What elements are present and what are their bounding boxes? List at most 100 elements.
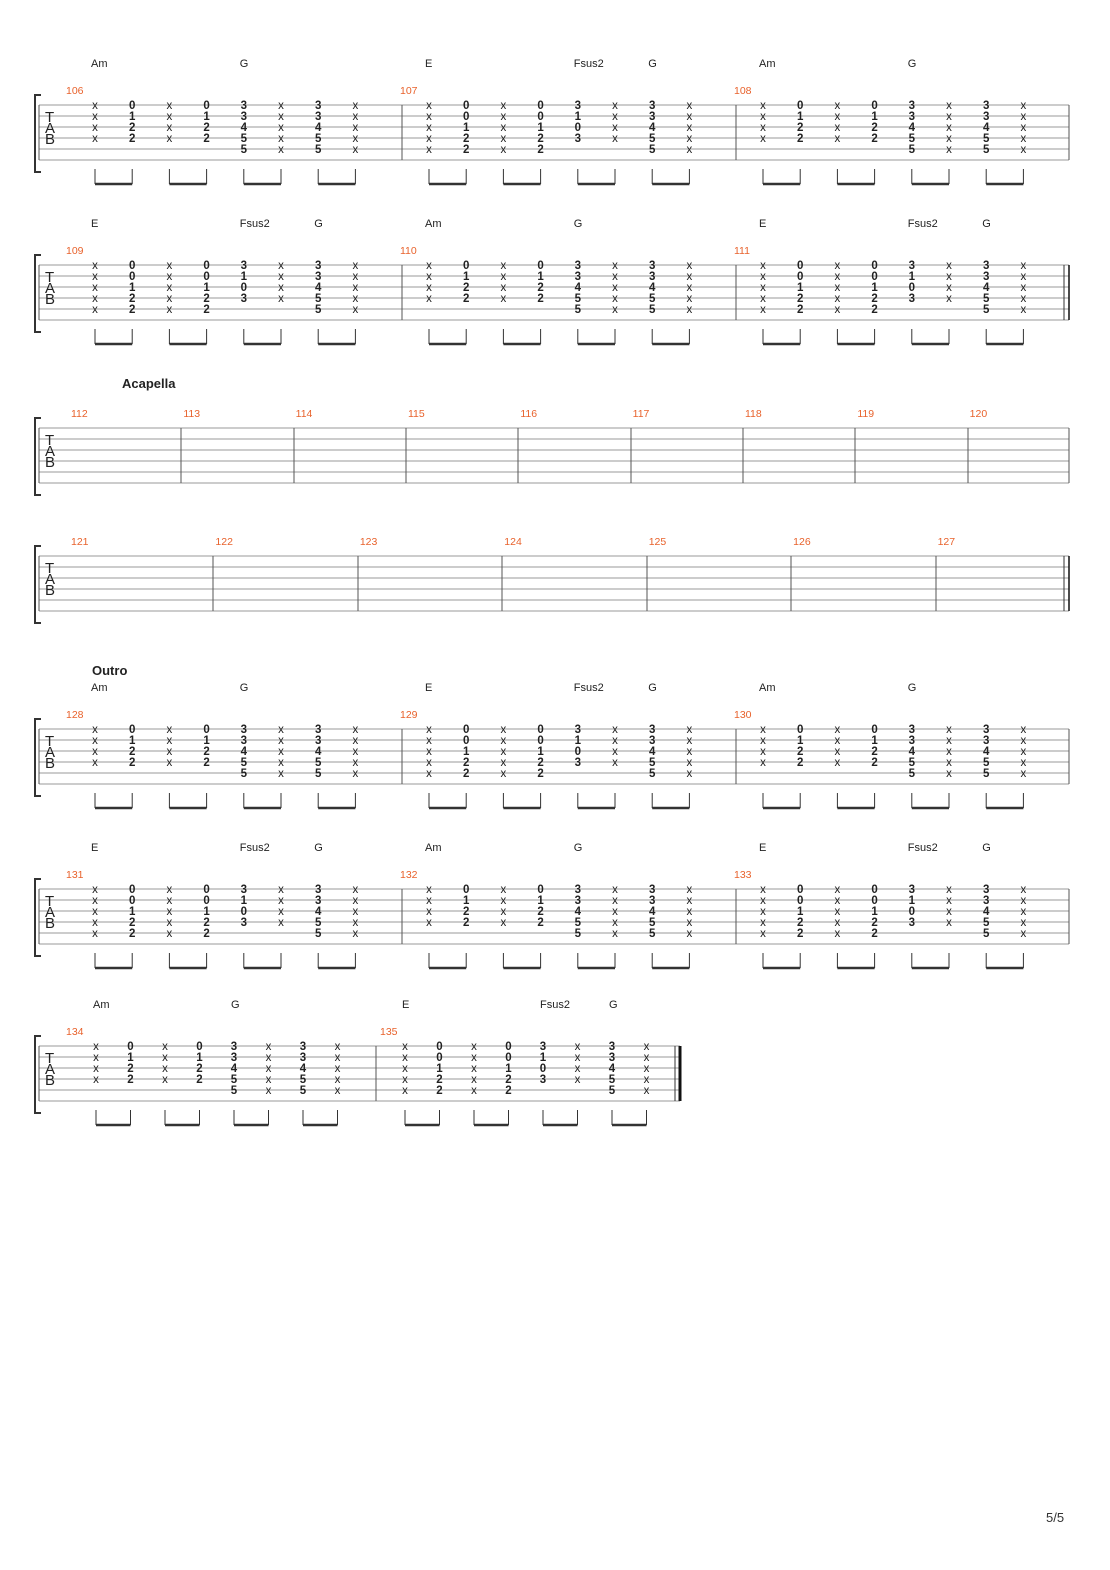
fret-number: x: [278, 133, 284, 145]
fret-number: x: [1021, 293, 1027, 305]
fret-number: 2: [203, 133, 209, 145]
fret-number: 3: [983, 271, 989, 283]
fret-number: x: [687, 768, 693, 780]
fret-number: 1: [129, 906, 136, 918]
fret-number: 1: [537, 271, 544, 283]
fret-number: x: [426, 144, 432, 156]
fret-number: x: [612, 282, 618, 294]
fret-number: x: [612, 122, 618, 134]
fret-number: x: [687, 260, 693, 272]
tab-clef-letter: A: [45, 443, 55, 460]
fret-number: x: [501, 906, 507, 918]
fret-number: x: [426, 906, 432, 918]
fret-number: x: [353, 133, 359, 145]
fret-number: x: [1021, 100, 1027, 112]
fret-number: x: [946, 884, 952, 896]
fret-number: 0: [540, 1063, 546, 1075]
fret-number: x: [402, 1063, 408, 1075]
fret-number: x: [946, 111, 952, 123]
fret-number: x: [501, 724, 507, 736]
fret-number: x: [687, 735, 693, 747]
fret-number: x: [760, 906, 766, 918]
fret-number: x: [426, 895, 432, 907]
fret-number: x: [501, 282, 507, 294]
fret-number: x: [644, 1052, 650, 1064]
fret-number: 1: [129, 282, 136, 294]
fret-number: 0: [797, 100, 803, 112]
measure-number: 121: [71, 536, 89, 548]
fret-number: 1: [203, 735, 210, 747]
fret-number: x: [687, 906, 693, 918]
fret-number: 2: [127, 1074, 133, 1086]
fret-number: 0: [436, 1052, 442, 1064]
fret-number: x: [835, 111, 841, 123]
fret-number: x: [353, 768, 359, 780]
fret-number: x: [167, 928, 173, 940]
fret-number: x: [93, 1052, 99, 1064]
tab-clef-letter: A: [45, 280, 55, 297]
fret-number: x: [687, 100, 693, 112]
chord-name: Am: [759, 58, 776, 70]
fret-number: 0: [797, 895, 803, 907]
fret-number: x: [1021, 768, 1027, 780]
fret-number: 2: [129, 122, 135, 134]
fret-number: 3: [649, 724, 655, 736]
fret-number: x: [471, 1063, 477, 1075]
fret-number: 4: [983, 906, 990, 918]
fret-number: 5: [300, 1074, 307, 1086]
tab-clef-letter: A: [45, 571, 55, 588]
fret-number: x: [335, 1063, 341, 1075]
tab-clef-letter: B: [45, 915, 55, 932]
fret-number: x: [167, 282, 173, 294]
fret-number: x: [278, 111, 284, 123]
fret-number: x: [835, 271, 841, 283]
fret-number: x: [426, 768, 432, 780]
chord-name: Am: [425, 842, 442, 854]
fret-number: 3: [649, 895, 655, 907]
fret-number: 5: [983, 144, 990, 156]
fret-number: 2: [537, 917, 543, 929]
fret-number: x: [760, 100, 766, 112]
fret-number: 2: [537, 906, 543, 918]
tab-clef-letter: B: [45, 582, 55, 599]
fret-number: x: [278, 282, 284, 294]
measure-number: 131: [66, 869, 84, 881]
fret-number: 3: [983, 895, 989, 907]
tab-clef-letter: A: [45, 904, 55, 921]
fret-number: x: [353, 746, 359, 758]
fret-number: x: [644, 1074, 650, 1086]
fret-number: 1: [129, 735, 136, 747]
fret-number: 2: [797, 746, 803, 758]
fret-number: x: [760, 884, 766, 896]
fret-number: 2: [129, 133, 135, 145]
chord-name: Fsus2: [540, 999, 570, 1011]
fret-number: x: [167, 906, 173, 918]
fret-number: 2: [463, 768, 469, 780]
fret-number: 0: [436, 1041, 442, 1053]
fret-number: 2: [797, 304, 803, 316]
fret-number: x: [946, 100, 952, 112]
fret-number: x: [471, 1052, 477, 1064]
fret-number: x: [167, 122, 173, 134]
fret-number: x: [93, 1041, 99, 1053]
fret-number: x: [1021, 133, 1027, 145]
fret-number: 3: [315, 895, 321, 907]
fret-number: 1: [203, 111, 210, 123]
fret-number: 2: [505, 1085, 511, 1097]
fret-number: x: [501, 895, 507, 907]
fret-number: 3: [649, 260, 655, 272]
fret-number: x: [835, 917, 841, 929]
fret-number: 0: [127, 1041, 133, 1053]
fret-number: 0: [909, 282, 915, 294]
fret-number: 5: [609, 1074, 616, 1086]
fret-number: 5: [241, 757, 248, 769]
fret-number: 1: [797, 906, 804, 918]
fret-number: x: [501, 122, 507, 134]
fret-number: x: [835, 304, 841, 316]
fret-number: x: [278, 735, 284, 747]
chord-name: E: [759, 218, 766, 230]
fret-number: x: [402, 1085, 408, 1097]
fret-number: 3: [649, 100, 655, 112]
fret-number: x: [402, 1074, 408, 1086]
